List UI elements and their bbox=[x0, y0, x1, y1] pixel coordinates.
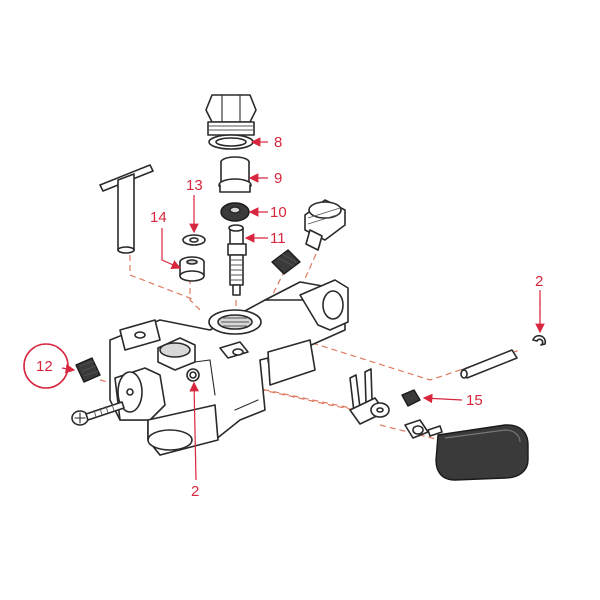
t-handle-pin bbox=[99, 164, 154, 254]
part-12-set-screw bbox=[75, 357, 101, 383]
callout-11: 11 bbox=[270, 230, 286, 247]
callout-2-bottom: 2 bbox=[191, 483, 199, 500]
part-15-nut bbox=[401, 389, 421, 407]
part-cap-nut bbox=[205, 94, 257, 136]
lever-shaft-nut bbox=[404, 419, 443, 439]
roll-pin bbox=[460, 349, 518, 379]
callout-9: 9 bbox=[274, 170, 282, 187]
callout-12-circle bbox=[23, 343, 69, 389]
callout-13: 13 bbox=[186, 177, 203, 194]
callout-14: 14 bbox=[150, 209, 167, 226]
callout-8: 8 bbox=[274, 134, 282, 151]
valve-body bbox=[109, 279, 349, 456]
part-8-seal-ring bbox=[208, 134, 254, 150]
callout-labels: 8 9 10 11 13 14 2 2 15 12 bbox=[23, 134, 543, 500]
lever-hex-nut bbox=[370, 402, 390, 418]
lever-handle-grip bbox=[435, 424, 529, 481]
part-13-washer bbox=[182, 234, 206, 246]
part-9-sleeve bbox=[218, 156, 252, 193]
bolt-screw bbox=[71, 401, 125, 426]
part-11-valve-stem bbox=[227, 224, 247, 296]
threaded-fitting bbox=[304, 199, 346, 251]
part-10-nut bbox=[220, 202, 250, 222]
snap-ring-right bbox=[532, 334, 547, 346]
part-14-bushing bbox=[179, 256, 205, 282]
callout-15: 15 bbox=[466, 392, 483, 409]
callout-12: 12 bbox=[36, 358, 53, 375]
callout-2-right: 2 bbox=[535, 273, 543, 290]
black-plug-cap bbox=[271, 249, 301, 275]
o-ring-seal-body bbox=[186, 368, 200, 382]
callout-leaders bbox=[61, 137, 545, 481]
callout-10: 10 bbox=[270, 204, 287, 221]
